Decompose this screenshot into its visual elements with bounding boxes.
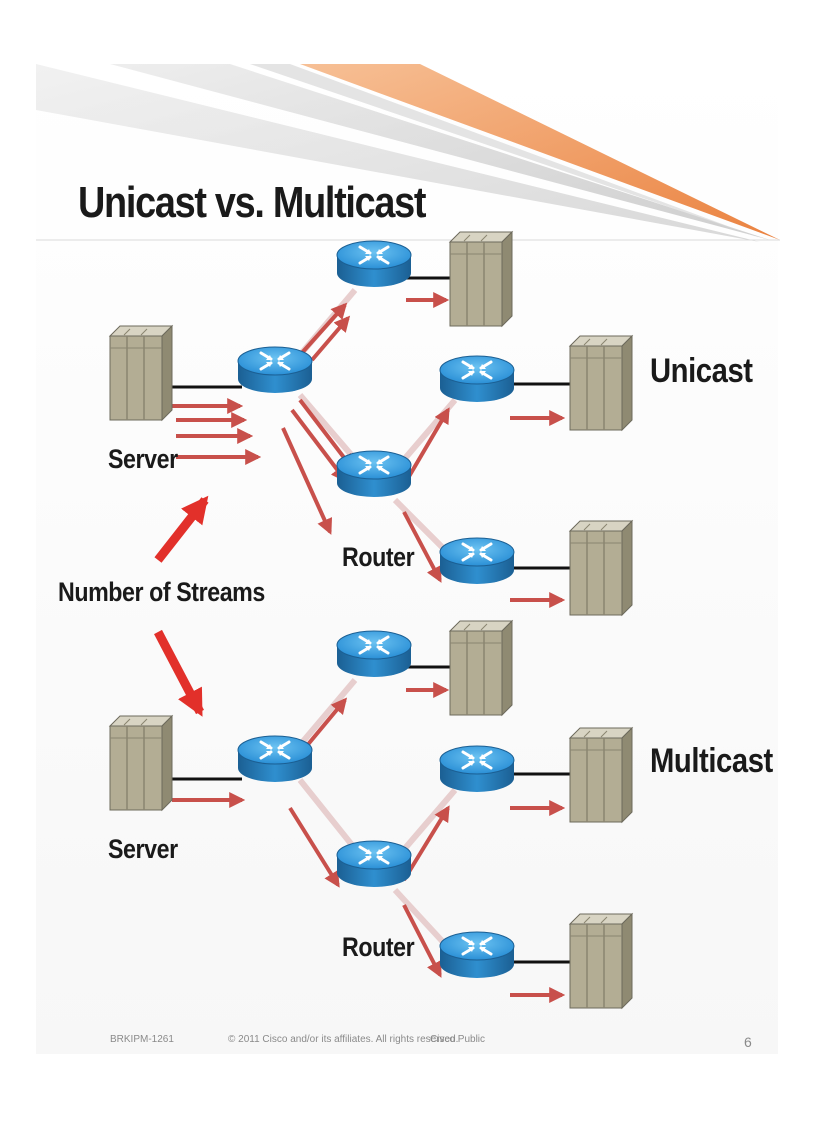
- server-icon: [109, 325, 173, 421]
- server-icon: [569, 335, 633, 431]
- server-icon: [109, 715, 173, 811]
- router-icon: [335, 839, 413, 889]
- stream-arrows: [172, 292, 566, 608]
- router-icon: [236, 345, 314, 395]
- unicast-label: Unicast: [650, 352, 753, 390]
- server-icon: [569, 727, 633, 823]
- header-swoosh: [36, 64, 780, 242]
- server-icon: [449, 620, 513, 716]
- server-icon: [449, 231, 513, 327]
- router-label-unicast: Router: [342, 542, 415, 572]
- router-icon: [438, 744, 516, 794]
- server-icon: [569, 913, 633, 1009]
- router-icon: [335, 449, 413, 499]
- server-icon: [569, 520, 633, 616]
- multicast-diagram: [109, 620, 633, 1009]
- slide-title: Unicast vs. Multicast: [78, 178, 427, 227]
- router-icon: [438, 536, 516, 586]
- router-icon: [335, 239, 413, 289]
- router-label-multicast: Router: [342, 932, 415, 962]
- footer-copyright: © 2011 Cisco and/or its affiliates. All …: [228, 1034, 459, 1045]
- server-label-unicast: Server: [108, 444, 178, 474]
- router-icon: [236, 734, 314, 784]
- server-label-multicast: Server: [108, 834, 178, 864]
- footer-classification: Cisco Public: [430, 1034, 486, 1045]
- streams-indicator-arrows: [154, 495, 209, 717]
- footer-session-id: BRKIPM-1261: [110, 1034, 174, 1045]
- router-icon: [438, 354, 516, 404]
- router-icon: [438, 930, 516, 980]
- router-icon: [335, 629, 413, 679]
- multicast-label: Multicast: [650, 742, 773, 780]
- streams-label: Number of Streams: [58, 577, 265, 607]
- page-number: 6: [744, 1034, 752, 1050]
- cable: [170, 276, 572, 570]
- unicast-diagram: [109, 231, 633, 616]
